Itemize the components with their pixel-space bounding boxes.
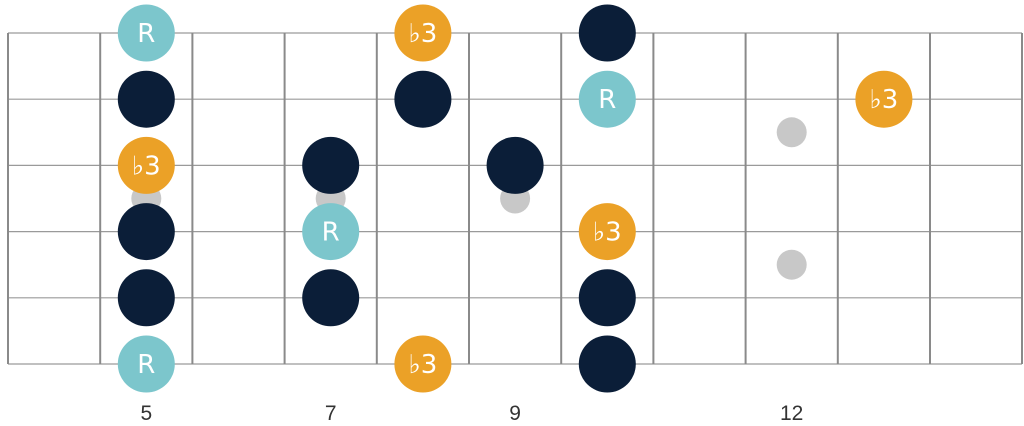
- note-minor-third: ♭3: [855, 70, 913, 128]
- note-dot: [117, 70, 175, 128]
- note-label: R: [137, 350, 155, 380]
- note-scale-tone: [117, 269, 175, 327]
- note-scale-tone: [486, 136, 544, 194]
- inlay-dot: [776, 117, 807, 148]
- note-scale-tone: [394, 70, 452, 128]
- note-scale-tone: [578, 269, 636, 327]
- note-dot: [302, 203, 360, 261]
- note-dot: [578, 335, 636, 393]
- note-dot: [117, 203, 175, 261]
- note-root: R: [578, 70, 636, 128]
- fretboard-grid: [7, 32, 1023, 365]
- inlay-dot: [776, 249, 807, 280]
- note-dot: [302, 136, 360, 194]
- note-label: ♭3: [408, 19, 437, 49]
- note-dot: [578, 70, 636, 128]
- note-root: R: [302, 203, 360, 261]
- note-label: R: [322, 218, 340, 248]
- note-minor-third: ♭3: [578, 203, 636, 261]
- note-label: ♭3: [869, 85, 898, 115]
- note-scale-tone: [302, 136, 360, 194]
- note-label: ♭3: [408, 350, 437, 380]
- note-dot: [578, 4, 636, 62]
- note-minor-third: ♭3: [394, 4, 452, 62]
- note-scale-tone: [117, 70, 175, 128]
- note-dot: [855, 70, 913, 128]
- note-label: R: [598, 85, 616, 115]
- note-label: ♭3: [593, 218, 622, 248]
- note-scale-tone: [117, 203, 175, 261]
- note-scale-tone: [578, 335, 636, 393]
- note-scale-tone: [302, 269, 360, 327]
- note-minor-third: ♭3: [394, 335, 452, 393]
- note-dot: [117, 269, 175, 327]
- note-dot: [394, 335, 452, 393]
- note-dot: [578, 269, 636, 327]
- fret-number-9: 9: [509, 402, 521, 425]
- note-label: ♭3: [132, 151, 161, 181]
- note-root: R: [117, 335, 175, 393]
- note-minor-third: ♭3: [117, 136, 175, 194]
- note-dot: [394, 70, 452, 128]
- note-dot: [578, 203, 636, 261]
- note-dot: [117, 4, 175, 62]
- note-scale-tone: [578, 4, 636, 62]
- note-label: R: [137, 19, 155, 49]
- fret-number-12: 12: [780, 402, 804, 425]
- scale-notes: R♭3R♭3♭3R♭3R♭3: [117, 4, 913, 393]
- note-dot: [394, 4, 452, 62]
- note-dot: [117, 335, 175, 393]
- note-root: R: [117, 4, 175, 62]
- fret-number-5: 5: [140, 402, 153, 425]
- note-dot: [117, 136, 175, 194]
- note-dot: [302, 269, 360, 327]
- note-dot: [486, 136, 544, 194]
- fret-number-7: 7: [324, 402, 337, 425]
